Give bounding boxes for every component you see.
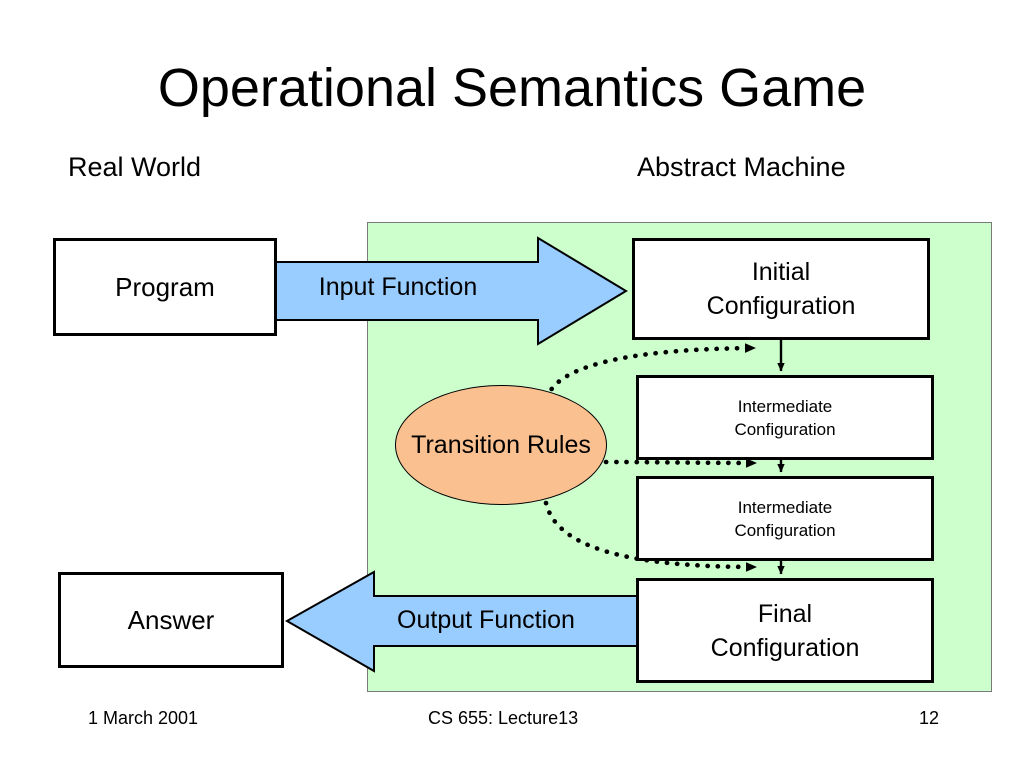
node-intermediate-configuration-2: Intermediate Configuration	[636, 476, 934, 561]
node-initial-configuration-line-1: Initial	[751, 258, 811, 286]
node-answer-label: Answer	[127, 605, 215, 635]
footer-course: CS 655: Lecture13	[428, 708, 579, 728]
node-intermediate-configuration-2-line-1: Intermediate	[737, 497, 833, 517]
node-initial-configuration-line-2: Configuration	[706, 292, 856, 320]
node-intermediate-configuration-1-line-2: Configuration	[734, 419, 836, 439]
node-initial-configuration-label: Initial Configuration	[707, 255, 856, 323]
node-intermediate-configuration-2-line-2: Configuration	[734, 520, 836, 540]
node-answer: Answer	[58, 572, 284, 668]
node-intermediate-configuration-2-label: Intermediate Configuration	[734, 496, 835, 542]
input-function-label: Input Function	[318, 273, 478, 301]
node-final-configuration: Final Configuration	[636, 578, 934, 683]
page-title: Operational Semantics Game	[157, 58, 867, 118]
node-final-configuration-line-1: Final	[757, 599, 813, 628]
node-program: Program	[53, 238, 277, 336]
node-final-configuration-line-2: Configuration	[710, 633, 860, 662]
node-program-label: Program	[115, 272, 215, 302]
node-intermediate-configuration-1-line-1: Intermediate	[737, 396, 833, 416]
node-transition-rules-line-1: Transition	[411, 430, 520, 459]
output-function-label: Output Function	[397, 606, 575, 634]
node-intermediate-configuration-1-label: Intermediate Configuration	[734, 395, 835, 441]
node-intermediate-configuration-1: Intermediate Configuration	[636, 375, 934, 460]
node-transition-rules-label: Transition Rules	[411, 430, 591, 461]
footer-date: 1 March 2001	[88, 708, 199, 728]
heading-real-world: Real World	[68, 152, 202, 182]
node-initial-configuration: Initial Configuration	[632, 238, 930, 340]
node-transition-rules: Transition Rules	[395, 385, 607, 505]
node-final-configuration-label: Final Configuration	[711, 597, 860, 665]
heading-abstract-machine: Abstract Machine	[637, 152, 846, 182]
footer-page-number: 12	[919, 708, 940, 728]
node-transition-rules-line-2: Rules	[526, 430, 591, 459]
